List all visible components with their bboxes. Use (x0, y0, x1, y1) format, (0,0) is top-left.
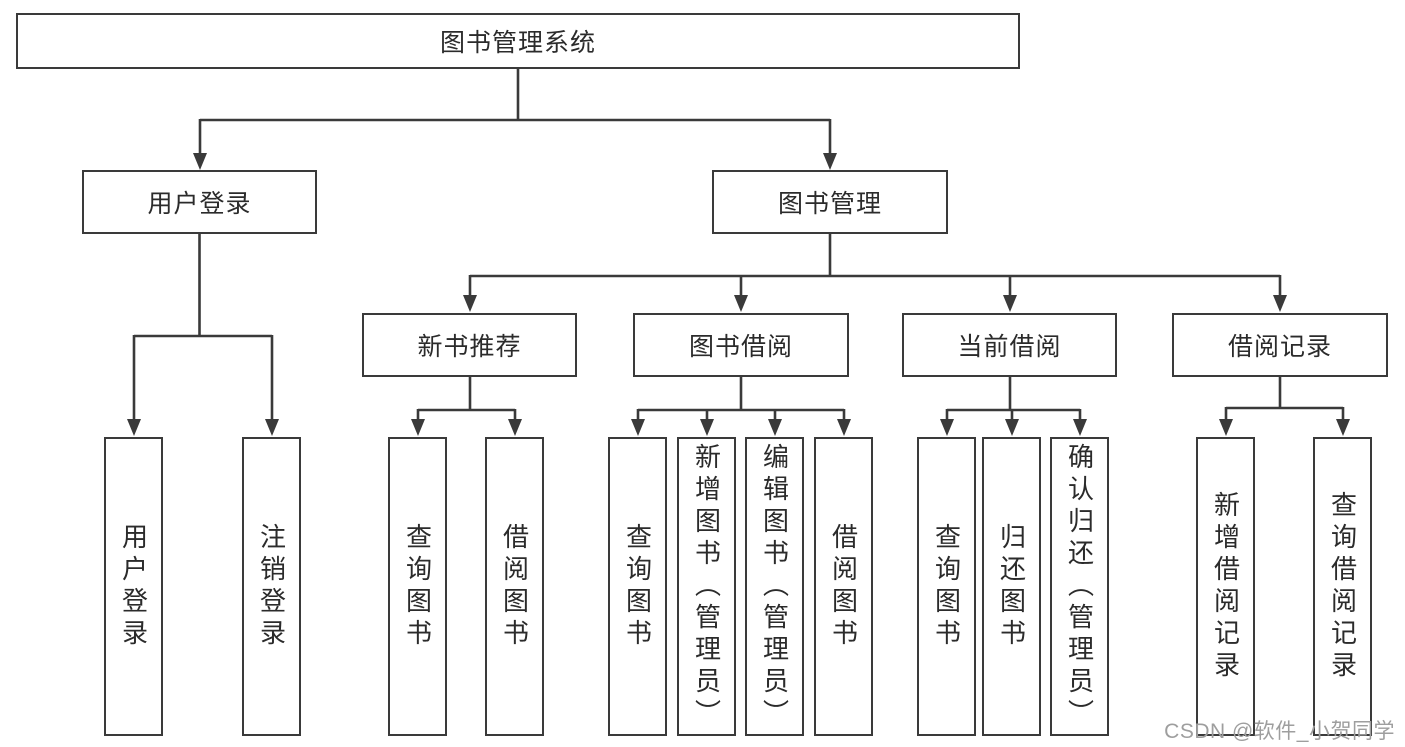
leaf-add-borrow-record: 新增借阅记录 (1196, 437, 1255, 736)
leaf-query-books-current: 查询图书 (917, 437, 976, 736)
leaf-query-borrow-record: 查询借阅记录 (1313, 437, 1372, 736)
leaf-add-books-admin: 新增图书（管理员） (677, 437, 736, 736)
leaf-borrow-books: 借阅图书 (814, 437, 873, 736)
node-book-borrowing: 图书借阅 (633, 313, 849, 377)
node-current-borrowing: 当前借阅 (902, 313, 1117, 377)
node-new-book-recommend: 新书推荐 (362, 313, 577, 377)
node-library-system: 图书管理系统 (16, 13, 1020, 69)
leaf-borrow-books-recommend: 借阅图书 (485, 437, 544, 736)
node-borrowing-records: 借阅记录 (1172, 313, 1388, 377)
node-user-login-group: 用户登录 (82, 170, 317, 234)
leaf-user-login: 用户登录 (104, 437, 163, 736)
leaf-query-books-recommend: 查询图书 (388, 437, 447, 736)
leaf-confirm-return-admin: 确认归还（管理员） (1050, 437, 1109, 736)
leaf-logout: 注销登录 (242, 437, 301, 736)
leaf-edit-books-admin: 编辑图书（管理员） (745, 437, 804, 736)
leaf-query-books-borrow: 查询图书 (608, 437, 667, 736)
leaf-return-books: 归还图书 (982, 437, 1041, 736)
node-book-management: 图书管理 (712, 170, 948, 234)
csdn-watermark: CSDN @软件_小贺同学 (1164, 720, 1395, 743)
